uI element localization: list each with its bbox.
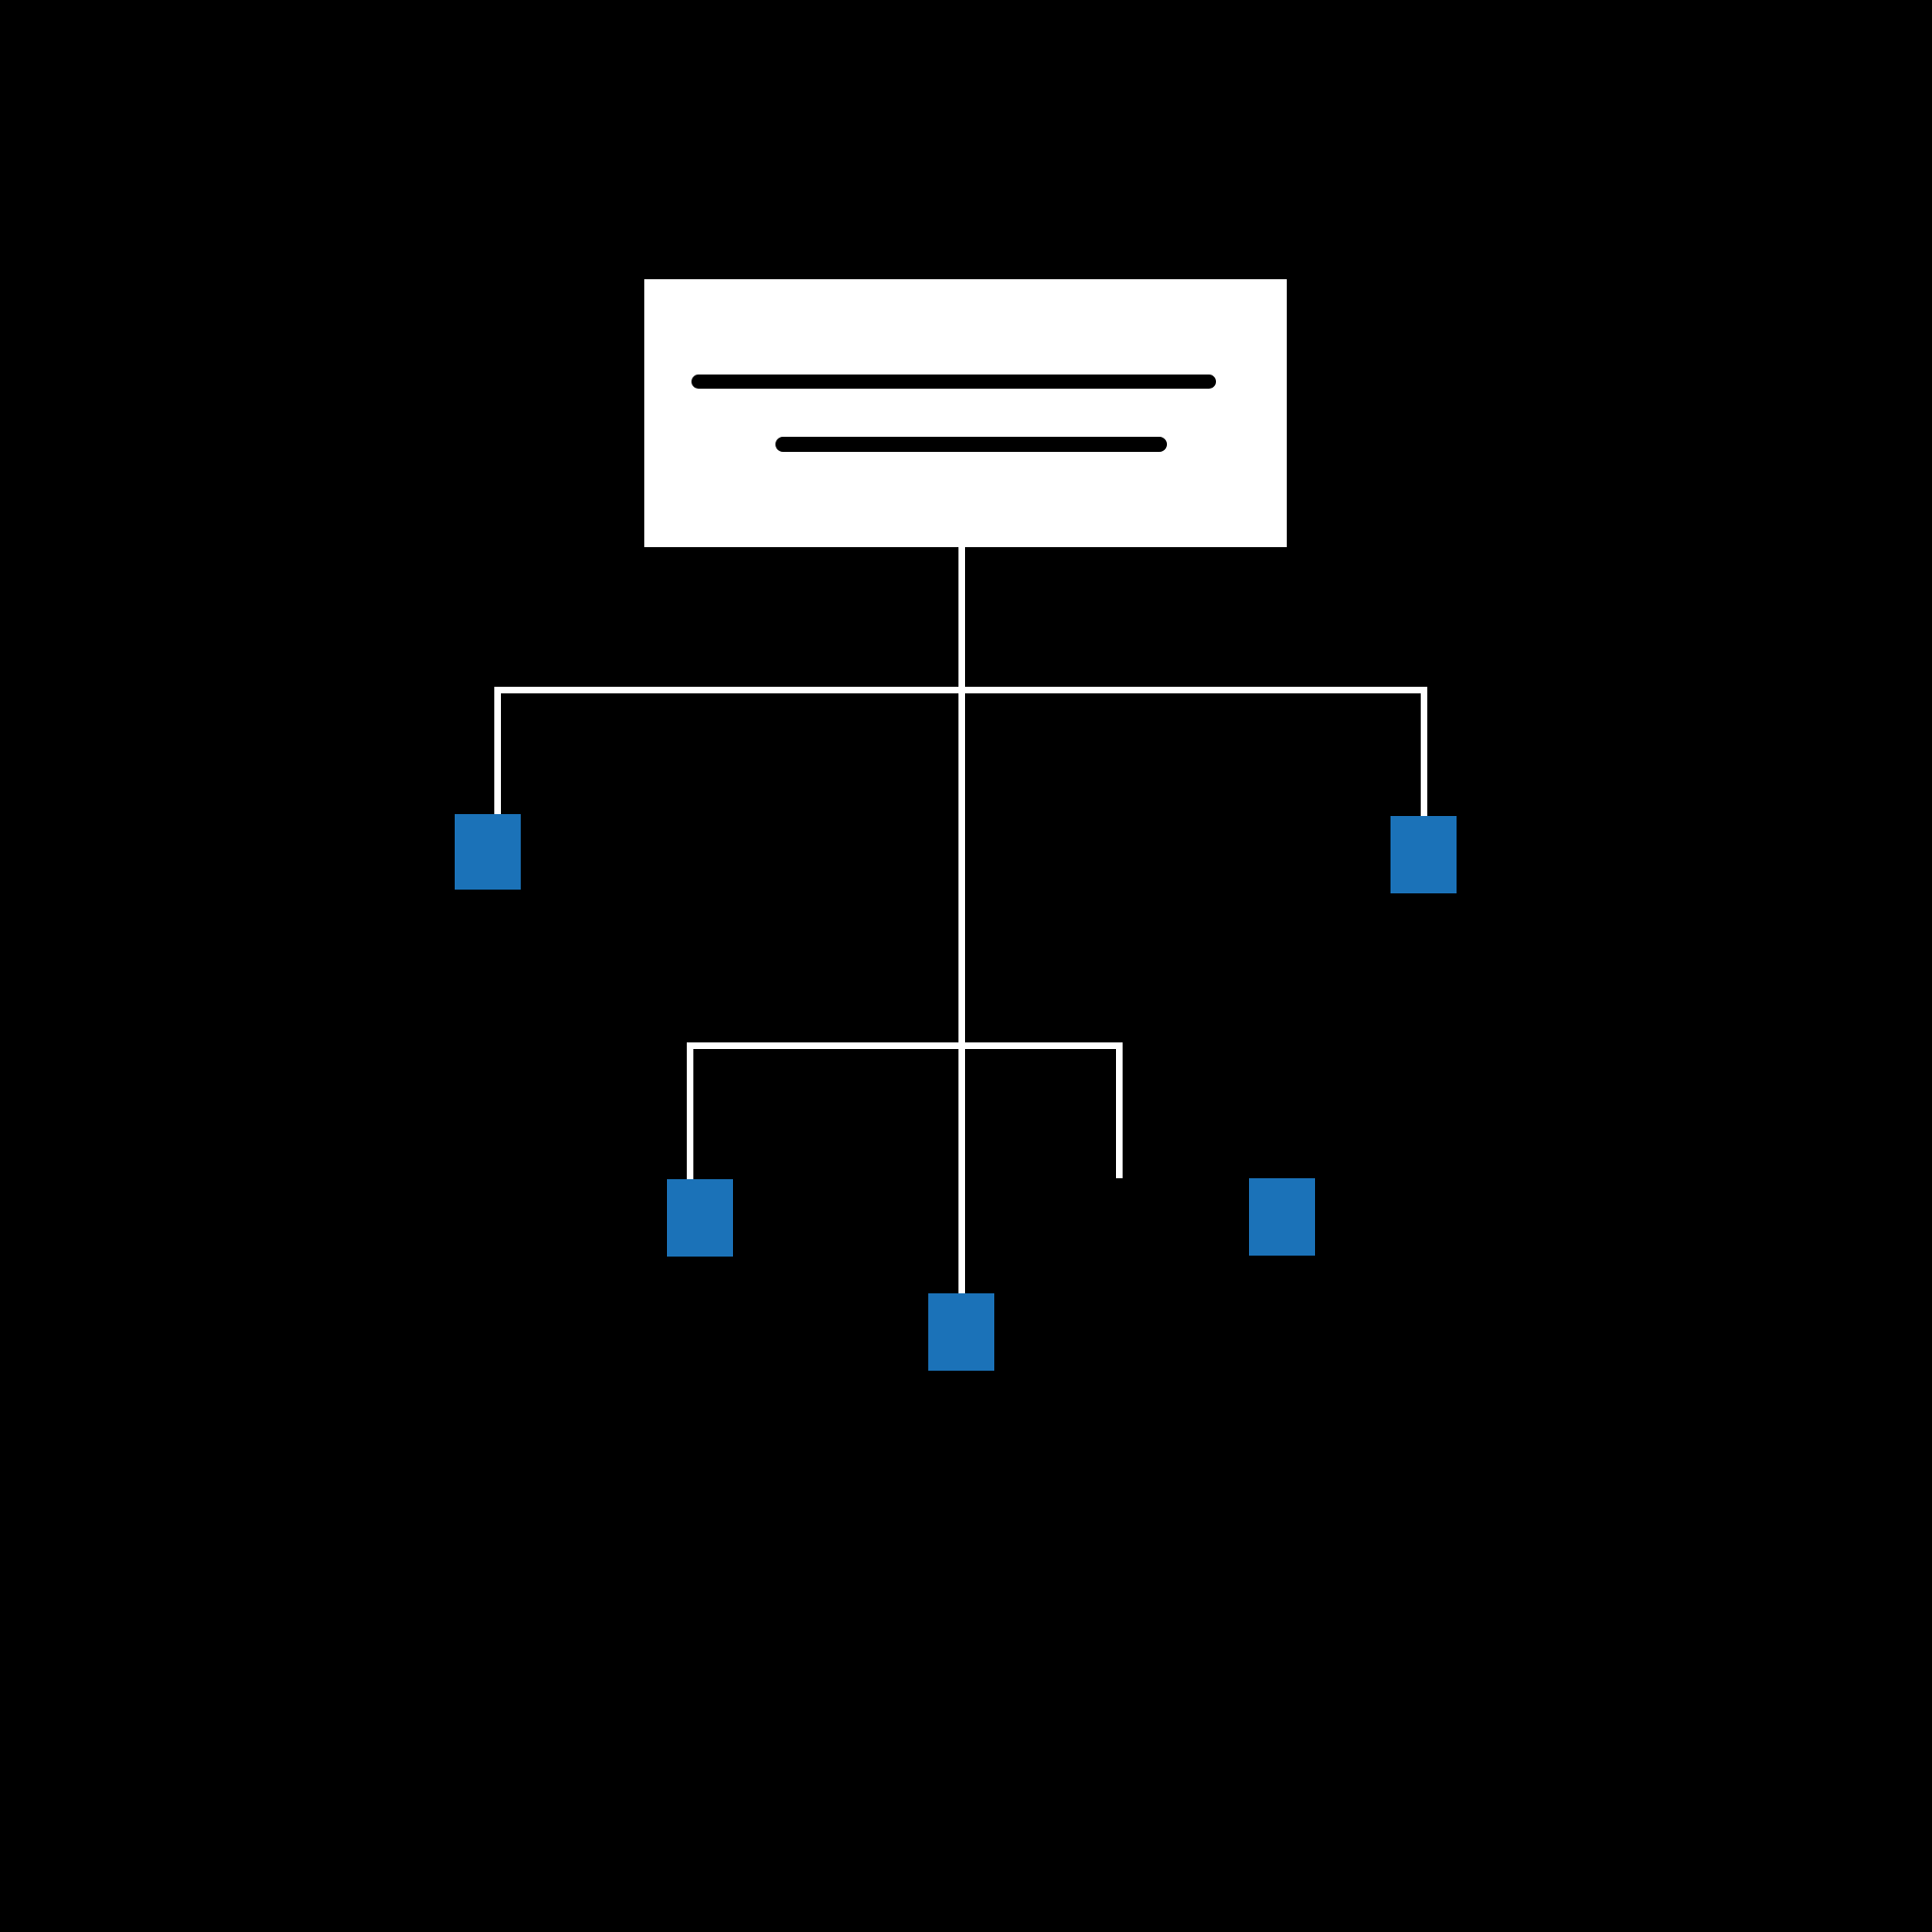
leaf-node-5[interactable]	[928, 1293, 994, 1371]
connector-horizontal-bus	[494, 687, 1427, 693]
connector-drop-left	[687, 1042, 693, 1179]
leaf-node-1[interactable]	[455, 814, 521, 890]
root-card-background[interactable]	[644, 279, 1287, 547]
connector-horizontal-bus	[687, 1042, 1123, 1049]
level-2-branch	[687, 1042, 1123, 1179]
connector-drop-right	[1421, 687, 1427, 816]
connector-trunk	[958, 547, 965, 1293]
leaf-node-4[interactable]	[1249, 1178, 1315, 1256]
connector-drop-right	[1116, 1042, 1123, 1178]
root-card-title-bar	[691, 375, 1216, 389]
root-card-subtitle-bar	[775, 437, 1167, 452]
level-1-branch	[494, 687, 1427, 816]
connector-drop-left	[494, 687, 501, 814]
leaf-node-2[interactable]	[1391, 816, 1457, 893]
root-card[interactable]	[644, 279, 1287, 547]
leaf-node-3[interactable]	[667, 1179, 733, 1257]
